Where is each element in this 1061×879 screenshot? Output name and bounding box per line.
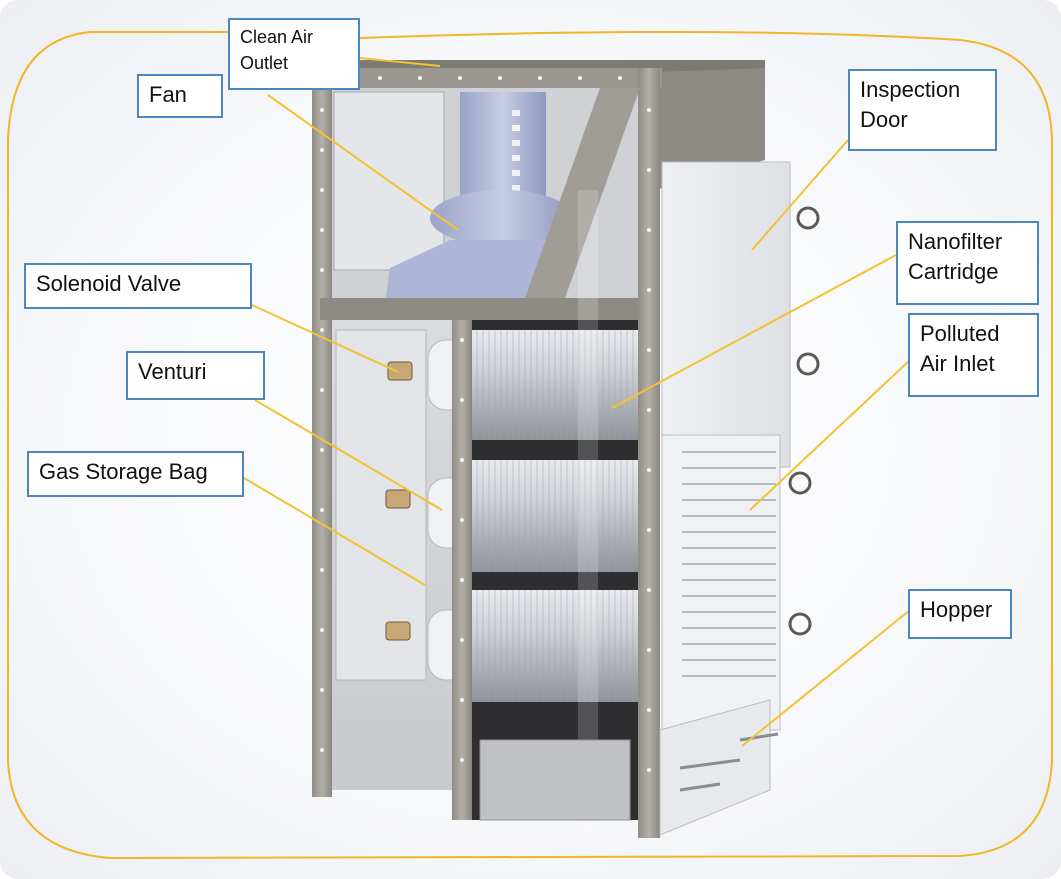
bottom-tray <box>479 739 631 821</box>
fan-slots <box>512 110 520 191</box>
right-column <box>638 68 660 838</box>
label-polluted-air-inlet: Polluted Air Inlet <box>908 313 1039 397</box>
label-gas-storage-bag: Gas Storage Bag <box>27 451 244 497</box>
shelf-plate <box>320 298 638 320</box>
leader-nanofilter <box>611 254 897 409</box>
hopper-rails <box>679 732 779 792</box>
fan-housing <box>430 190 574 246</box>
label-inspection-door: Inspection Door <box>848 69 997 151</box>
gas-storage-panel <box>335 329 427 681</box>
rivets <box>320 76 651 772</box>
leader-gas-storage-bag <box>243 477 426 586</box>
label-clean-air-outlet: Clean Air Outlet <box>228 18 360 90</box>
center-post <box>452 320 472 820</box>
leader-inspection-door <box>751 139 849 251</box>
leader-solenoid-valve <box>251 304 399 373</box>
fan-base <box>385 240 560 302</box>
leader-clean-air-outlet <box>359 57 441 67</box>
label-fan: Fan <box>137 74 223 118</box>
filter-cartridges <box>472 330 638 702</box>
door-handles <box>788 206 820 636</box>
left-column <box>312 72 332 797</box>
louvre-slats <box>682 451 776 677</box>
top-rail <box>312 68 662 88</box>
leader-venturi <box>254 399 443 511</box>
glass-divider <box>578 190 598 830</box>
leader-hopper <box>741 609 911 747</box>
frame-outline <box>7 30 1053 860</box>
label-hopper: Hopper <box>908 589 1012 639</box>
solenoid-valves <box>385 361 413 641</box>
diagonal-brace <box>520 88 640 312</box>
leader-fan <box>267 94 459 231</box>
inspection-door-panel <box>661 161 791 468</box>
leader-lines <box>243 57 911 747</box>
inlet-louvre-panel <box>661 434 781 731</box>
top-right-panel <box>655 68 765 190</box>
label-solenoid-valve: Solenoid Valve <box>24 263 252 309</box>
label-venturi: Venturi <box>126 351 265 400</box>
leader-polluted-air <box>749 359 911 511</box>
label-nanofilter-cartridge: Nanofilter Cartridge <box>896 221 1039 305</box>
hopper-body <box>659 699 771 836</box>
